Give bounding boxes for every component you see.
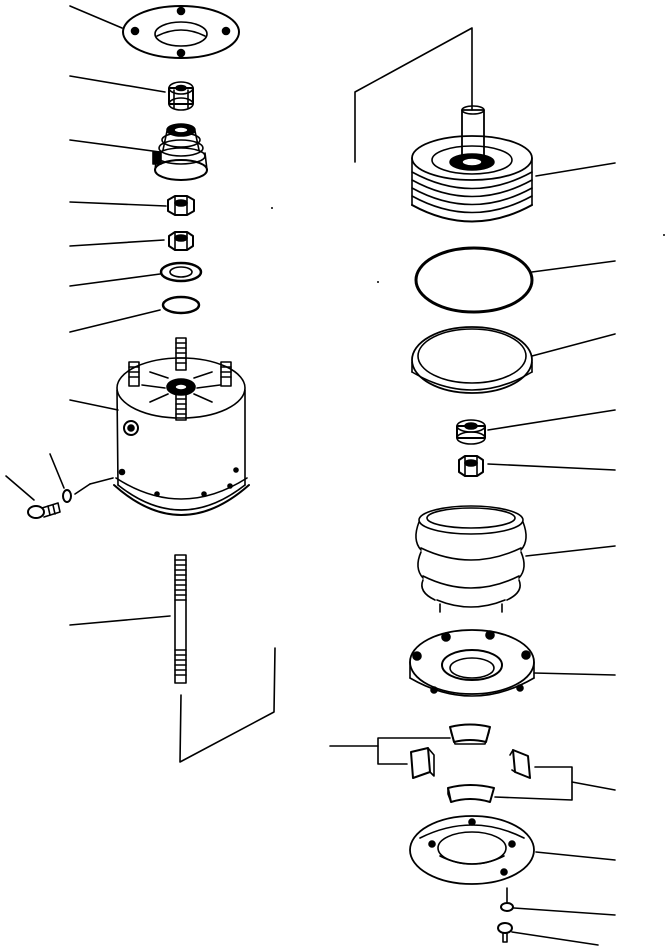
leader-line <box>536 852 615 860</box>
leader-line <box>70 400 118 410</box>
leader-line <box>70 6 122 28</box>
cover-flange <box>410 630 615 696</box>
screw <box>6 476 60 518</box>
segment-pair-right <box>448 750 615 802</box>
leader-line <box>70 274 160 286</box>
lock-nut <box>70 76 193 110</box>
leader-line <box>70 240 164 246</box>
bracket-line <box>355 28 472 162</box>
piston-assembly <box>412 106 615 222</box>
backup-ring <box>412 327 615 393</box>
housing <box>70 338 249 515</box>
small-hex-nut <box>459 456 615 476</box>
flange-nut <box>70 232 193 250</box>
leader-line <box>70 202 166 206</box>
leader-line <box>70 310 160 332</box>
bracket-line <box>180 648 275 762</box>
leader-line <box>514 908 615 915</box>
washer <box>70 263 201 286</box>
leader-line <box>70 76 165 92</box>
leader-line <box>532 334 615 356</box>
small-flange-nut <box>457 410 615 444</box>
leader-line <box>50 454 64 488</box>
leader-line <box>536 163 615 176</box>
bellows-boot <box>416 506 615 612</box>
mounting-plate <box>70 6 239 58</box>
lock-washer <box>50 454 113 502</box>
leader-line <box>572 782 615 790</box>
large-o-ring <box>416 248 615 312</box>
stud-bolt <box>70 555 186 683</box>
retainer-plate <box>410 816 615 884</box>
valve-cap <box>70 124 207 180</box>
leader-line <box>75 484 90 494</box>
o-ring <box>70 297 199 332</box>
leader-line <box>488 464 615 470</box>
speck <box>271 207 665 283</box>
bracket-line <box>378 738 450 764</box>
leader-line <box>70 140 160 152</box>
leader-line <box>512 932 598 945</box>
leader-line <box>6 476 34 500</box>
hex-nut <box>70 196 194 215</box>
leader-line <box>534 673 615 675</box>
leader-line <box>70 616 170 625</box>
leader-line <box>532 261 615 272</box>
leader-line <box>526 546 615 556</box>
small-screw <box>498 923 598 945</box>
small-washer <box>501 888 615 915</box>
bracket-line <box>495 767 572 800</box>
segment-pair-left <box>330 725 490 779</box>
leader-line <box>488 410 615 430</box>
